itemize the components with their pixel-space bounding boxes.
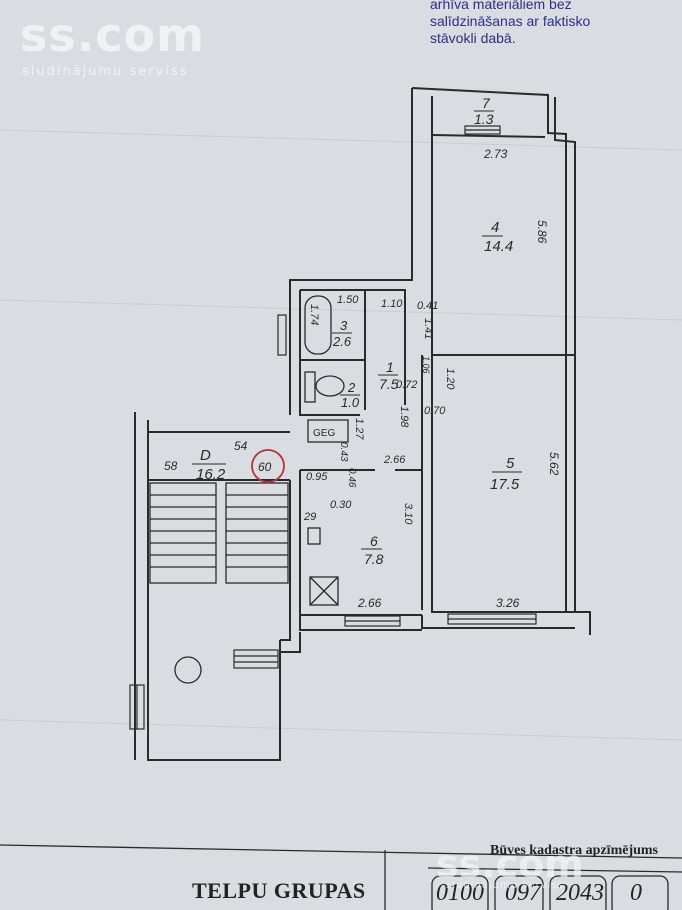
dim-1-10: 1.10	[381, 298, 403, 310]
dim-1-06: 1.06	[421, 356, 431, 374]
archive-stamp: arhīva materiāliem bez salīdzināšanas ar…	[430, 0, 590, 47]
dim-1-50: 1.50	[337, 294, 359, 306]
stamp-line: arhīva materiāliem bez	[430, 0, 572, 12]
dim-54: 54	[234, 439, 248, 453]
room-3-num: 3	[340, 318, 348, 333]
dim-1-27: 1.27	[353, 418, 365, 440]
stamp-line: salīdzināšanas ar faktisko	[430, 13, 591, 29]
dim-5-62: 5.62	[547, 452, 561, 476]
room-1-num: 1	[386, 359, 394, 375]
dim-2-73: 2.73	[483, 147, 508, 161]
dim-58: 58	[164, 459, 178, 473]
cadastral-label: Būves kadastra apzīmējums	[490, 843, 659, 858]
walls	[134, 87, 591, 761]
room-2-num: 2	[347, 380, 356, 395]
watermark-logo-bottom: ss.com	[436, 842, 584, 886]
dim-1-41: 1.41	[422, 318, 434, 339]
watermark-tagline-bottom: sludinājumu serviss	[446, 880, 564, 891]
dim-3-10: 3.10	[402, 503, 414, 525]
cad-digit-cell: 0100	[436, 880, 484, 906]
fixtures	[304, 295, 349, 606]
dim-1-74: 1.74	[308, 304, 320, 325]
dim-60: 60	[258, 460, 272, 474]
dim-0-46: 0.46	[346, 468, 357, 488]
dim-1-98: 1.98	[398, 406, 410, 428]
dim-5-86: 5.86	[535, 220, 549, 244]
room-7-num: 7	[482, 95, 491, 111]
stamp-line: stāvokli dabā.	[430, 30, 516, 46]
dim-3-26: 3.26	[496, 596, 520, 610]
room-5-num: 5	[506, 455, 515, 472]
cad-digit-cell: 097	[505, 880, 541, 906]
room-1-area: 7.5	[379, 376, 399, 392]
paper-lines	[0, 129, 682, 741]
dim-0-70: 0.70	[424, 405, 446, 417]
windows	[129, 125, 537, 730]
footer-table	[0, 844, 682, 910]
dim-29: 29	[303, 511, 316, 523]
dim-0-41: 0.41	[417, 300, 438, 312]
dim-0-43: 0.43	[338, 442, 349, 462]
dim-0-30: 0.30	[330, 499, 352, 511]
room-d-area: 16.2	[196, 466, 226, 483]
room-6-area: 7.8	[364, 551, 384, 567]
room-4-area: 14.4	[484, 238, 513, 255]
dim-1-20: 1.20	[444, 368, 456, 390]
dim-0-72: 0.72	[396, 379, 417, 391]
cad-digit-cell: 2043	[556, 880, 604, 906]
room-5-area: 17.5	[490, 476, 520, 493]
watermark-logo: ss.com	[20, 8, 206, 62]
room-3-area: 2.6	[332, 334, 352, 349]
room-4-num: 4	[491, 219, 499, 236]
room-d-num: D	[200, 447, 211, 464]
room-6-num: 6	[370, 533, 378, 549]
dim-2-66-bottom: 2.66	[357, 596, 382, 610]
staircase	[149, 482, 289, 684]
footer-title: TELPU GRUPAS	[192, 878, 366, 903]
room-7-area: 1.3	[474, 111, 494, 127]
room-2-area: 1.0	[341, 395, 360, 410]
dim-0-95: 0.95	[306, 471, 328, 483]
highlight-circle	[251, 449, 285, 483]
plan-labels: 7 1.3 4 14.4 3 2.6 2 1.0 1 7.5 5 17.5 6 …	[164, 95, 561, 610]
gas-meter-label: GEG	[313, 428, 335, 439]
dim-2-66-top: 2.66	[383, 454, 406, 466]
cad-digit-cell: 0	[630, 880, 642, 906]
watermark-tagline: sludinājumu serviss	[22, 64, 189, 79]
